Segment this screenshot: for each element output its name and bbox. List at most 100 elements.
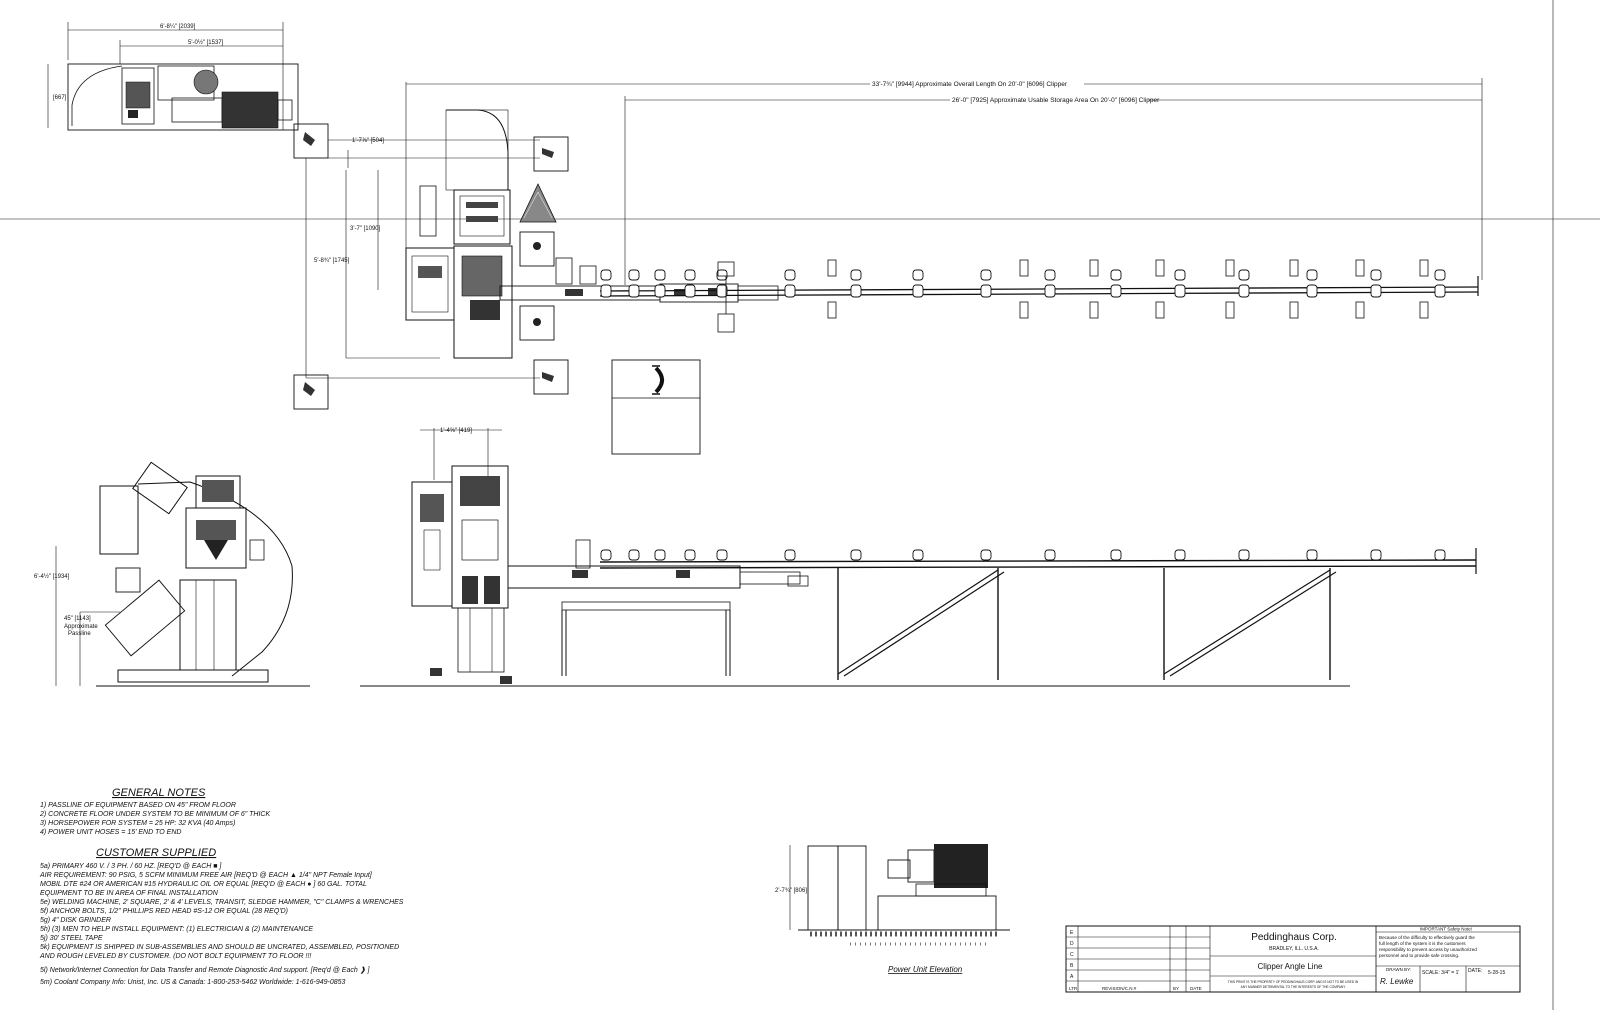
end-elevation-view: 6'-4½" [1934] 45" [1143] Approximate Pas… xyxy=(34,461,310,687)
note-3: 3) HORSEPOWER FOR SYSTEM = 25 HP: 32 KVA… xyxy=(40,820,235,827)
safety-line-2: full length of the system it is the cust… xyxy=(1379,941,1466,946)
company-name: Peddinghaus Corp. xyxy=(1251,932,1337,943)
safety-heading: IMPORTANT Safety Note! xyxy=(1420,927,1472,932)
plan-roller xyxy=(628,269,640,281)
drawn-by-label: DRAWN BY: xyxy=(1386,967,1411,972)
elevation-roller xyxy=(1370,549,1382,561)
dim-504: 1'-7⅞" [504] xyxy=(352,138,384,144)
revision-letter: E xyxy=(1070,930,1074,936)
safety-line-1: Because of the difficulty to effectively… xyxy=(1379,935,1475,940)
power-unit-elevation: 2'-7¾" [806] Power Unit Elevation xyxy=(775,844,1010,974)
air-input-triangle xyxy=(519,183,557,223)
plan-roller-lower xyxy=(1434,284,1446,298)
plan-roller-lower xyxy=(1238,284,1250,298)
plan-stand-leg xyxy=(1155,259,1165,277)
plan-roller xyxy=(684,269,696,281)
elevation-roller xyxy=(980,549,992,561)
plan-roller-lower xyxy=(784,284,796,298)
supplied-5k-cont: AND ROUGH LEVELED BY CUSTOMER. (DO NOT B… xyxy=(39,953,311,960)
drawing-title: Clipper Angle Line xyxy=(1258,962,1323,971)
dim-power-unit-width: 6'-8¼" [2039] xyxy=(160,24,196,30)
plan-roller xyxy=(1110,269,1122,281)
label-approximate: Approximate xyxy=(64,624,98,630)
plan-roller-lower xyxy=(1306,284,1318,298)
elevation-roller xyxy=(1174,549,1186,561)
plan-stand-leg xyxy=(1019,259,1029,277)
plan-stand-leg xyxy=(1355,259,1365,277)
dim-1745: 5'-8¾" [1745] xyxy=(314,258,350,264)
dim-power-unit-tank: 5'-0½" [1537] xyxy=(188,39,224,46)
plan-roller xyxy=(912,269,924,281)
supplied-oil: MOBIL DTE #24 OR AMERICAN #15 HYDRAULIC … xyxy=(40,881,367,888)
plan-roller-lower xyxy=(850,284,862,298)
plan-roller-lower xyxy=(1174,284,1186,298)
plan-roller-lower xyxy=(1370,284,1382,298)
plan-roller xyxy=(654,269,666,281)
supplied-5h: 5h) (3) MEN TO HELP INSTALL EQUIPMENT: (… xyxy=(40,926,313,933)
date-value: 5-28-15 xyxy=(1488,970,1505,976)
plan-roller-lower xyxy=(1110,284,1122,298)
plan-roller-lower xyxy=(912,284,924,298)
plan-view-machine: 1'-7⅞" [504] 3'-7" [1090] 5'-8¾" [1745] xyxy=(293,109,1479,410)
dim-1934: 6'-4½" [1934] xyxy=(34,573,70,580)
safety-line-3: responsibility to prevent access by unau… xyxy=(1379,947,1477,952)
plan-roller-lower xyxy=(980,284,992,298)
date-label: DATE: xyxy=(1468,968,1482,974)
plan-view-rollers xyxy=(600,259,1446,319)
plan-roller-lower xyxy=(654,284,666,298)
plan-roller xyxy=(1174,269,1186,281)
plan-stand-leg xyxy=(1419,259,1429,277)
plan-stand-leg xyxy=(1225,259,1235,277)
supplied-5g: 5g) 4" DISK GRINDER xyxy=(40,917,111,924)
safety-line-4: personnel and to provide safe crossing. xyxy=(1379,953,1459,958)
dim-1090: 3'-7" [1090] xyxy=(350,226,381,232)
plan-stand-leg-lower xyxy=(1289,301,1299,319)
note-1: 1) PASSLINE OF EQUIPMENT BASED ON 45" FR… xyxy=(40,802,236,809)
note-4: 4) POWER UNIT HOSES = 15' END TO END xyxy=(40,829,181,836)
revision-letter: C xyxy=(1070,952,1074,958)
revision-letter: D xyxy=(1070,941,1074,947)
supplied-5j: 5j) 30' STEEL TAPE xyxy=(40,935,103,942)
elevation-roller xyxy=(1306,549,1318,561)
plan-roller xyxy=(1238,269,1250,281)
supplied-5k: 5k) EQUIPMENT IS SHIPPED IN SUB-ASSEMBLI… xyxy=(40,944,399,951)
rev-col-revision: REVISION/C.N.# xyxy=(1102,986,1137,991)
supplied-5e: 5e) WELDING MACHINE, 2' SQUARE, 2' & 4' … xyxy=(40,899,404,906)
elevation-roller xyxy=(1110,549,1122,561)
overall-dimension-lines: 33'-7¾" [9944] Approximate Overall Lengt… xyxy=(405,78,1483,300)
supplied-5m: 5m) Coolant Company Info: Unist, Inc. US… xyxy=(40,979,346,986)
supplied-air: AIR REQUIREMENT: 90 PSIG, 5 SCFM MINIMUM… xyxy=(39,872,373,879)
customer-supplied-heading: CUSTOMER SUPPLIED xyxy=(96,847,216,859)
elevation-roller xyxy=(1434,549,1446,561)
supplied-5f: 5f) ANCHOR BOLTS, 1/2" PHILLIPS RED HEAD… xyxy=(40,908,288,915)
elevation-roller xyxy=(654,549,666,561)
plan-roller-lower xyxy=(684,284,696,298)
dim-1143: 45" [1143] xyxy=(64,616,91,622)
plan-roller xyxy=(784,269,796,281)
elevation-roller xyxy=(684,549,696,561)
plan-roller xyxy=(1044,269,1056,281)
elevation-roller xyxy=(628,549,640,561)
plan-roller xyxy=(980,269,992,281)
elevation-roller xyxy=(1044,549,1056,561)
plan-stand-leg-lower xyxy=(1089,301,1099,319)
rev-col-ltr: LTR xyxy=(1069,986,1078,991)
plan-roller xyxy=(716,269,728,281)
plan-roller xyxy=(850,269,862,281)
plan-stand-leg-lower xyxy=(1355,301,1365,319)
side-elevation-view: 1'-4⅝" [419] xyxy=(360,428,1477,687)
company-location: BRADLEY, ILL. U.S.A. xyxy=(1269,946,1319,952)
plan-roller-lower xyxy=(600,284,612,298)
supplied-area: EQUIPMENT TO BE IN AREA OF FINAL INSTALL… xyxy=(40,890,219,897)
scale-label: SCALE: 3/4" = 1' xyxy=(1422,970,1459,976)
hydraulic-oil-legend-box xyxy=(611,359,701,455)
plan-stand-leg-lower xyxy=(1225,301,1235,319)
dim-power-unit-depth: [667] xyxy=(53,95,67,101)
elevation-roller xyxy=(850,549,862,561)
plan-stand-leg-lower xyxy=(827,301,837,319)
plan-stand-leg xyxy=(1089,259,1099,277)
property-line-1: THIS PRINT IS THE PROPERTY OF PEDDINGHAU… xyxy=(1228,980,1359,984)
general-notes: GENERAL NOTES 1) PASSLINE OF EQUIPMENT B… xyxy=(39,787,270,836)
plan-roller-lower xyxy=(1044,284,1056,298)
